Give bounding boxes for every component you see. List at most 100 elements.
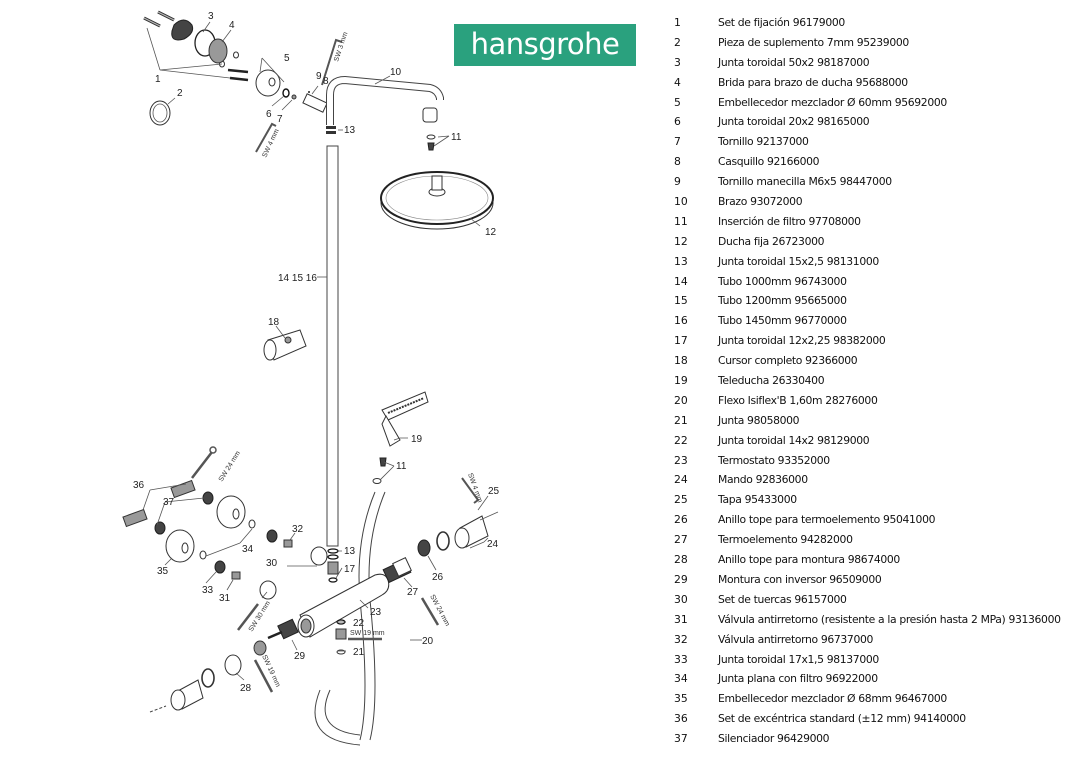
part-33-o-ring xyxy=(214,560,226,574)
leader-lines xyxy=(142,21,489,681)
part-number: 10 xyxy=(674,195,688,209)
callout-14-15-16: 14 15 16 xyxy=(278,273,317,284)
part-description: Termostato 93352000 xyxy=(718,453,830,467)
parts-list-row: 27 Termoelemento 94282000 xyxy=(674,533,1064,553)
part-number: 9 xyxy=(674,175,681,189)
part-21-nut xyxy=(335,628,347,640)
part-description: Ducha fija 26723000 xyxy=(718,234,825,248)
parts-list-row: 30 Set de tuercas 96157000 xyxy=(674,593,1064,613)
part-number: 35 xyxy=(674,692,688,706)
part-number: 8 xyxy=(674,155,681,169)
part-number: 4 xyxy=(674,75,681,89)
callout-25: 25 xyxy=(488,486,500,497)
part-23-thermostat xyxy=(297,573,390,638)
part-number: 13 xyxy=(674,254,688,268)
part-description: Junta 98058000 xyxy=(718,413,800,427)
part-description: Teleducha 26330400 xyxy=(718,374,825,388)
part-number: 37 xyxy=(674,732,688,746)
part-number: 33 xyxy=(674,652,688,666)
part-37-silencer xyxy=(154,491,214,535)
part-description: Mando 92836000 xyxy=(718,473,808,487)
hex-key-sw4: SW 4 mm xyxy=(255,122,281,159)
svg-text:SW 19 mm: SW 19 mm xyxy=(350,630,385,637)
part-description: Brazo 93072000 xyxy=(718,195,803,209)
part-31-check-valve xyxy=(231,571,241,580)
callout-21: 21 xyxy=(353,647,365,658)
part-number: 12 xyxy=(674,234,688,248)
callout-13: 13 xyxy=(344,125,356,136)
callout-7: 7 xyxy=(277,114,283,125)
callout-23: 23 xyxy=(370,607,382,618)
part-number: 32 xyxy=(674,632,688,646)
callout-18: 18 xyxy=(268,317,280,328)
part-description: Válvula antirretorno 96737000 xyxy=(718,632,874,646)
callout-6: 6 xyxy=(266,109,272,120)
parts-list-row: 19 Teleducha 26330400 xyxy=(674,374,1064,394)
parts-list-row: 33 Junta toroidal 17x1,5 98137000 xyxy=(674,653,1064,673)
part-14-15-16-rail xyxy=(326,145,339,547)
part-34-filter-washer xyxy=(248,519,256,529)
parts-list-row: 12 Ducha fija 26723000 xyxy=(674,235,1064,255)
part-number: 26 xyxy=(674,513,688,527)
part-description: Junta toroidal 17x1,5 98137000 xyxy=(718,652,879,666)
part-number: 19 xyxy=(674,374,688,388)
part-24-handle xyxy=(454,515,489,549)
part-number: 18 xyxy=(674,354,688,368)
callout-27: 27 xyxy=(407,587,419,598)
svg-text:SW 4 mm: SW 4 mm xyxy=(261,128,280,159)
part-description: Set de tuercas 96157000 xyxy=(718,592,847,606)
callout-1: 1 xyxy=(155,74,161,85)
callout-3: 3 xyxy=(208,11,214,22)
part-number: 34 xyxy=(674,672,688,686)
part-6-o-ring xyxy=(282,88,290,98)
part-27-thermoelement xyxy=(382,557,412,584)
part-9-grub-screw xyxy=(308,91,310,93)
part-description: Tornillo manecilla M6x5 98447000 xyxy=(718,175,892,189)
part-number: 3 xyxy=(674,55,681,69)
callout-12: 12 xyxy=(485,227,497,238)
part-description: Tubo 1200mm 95665000 xyxy=(718,294,847,308)
part-number: 29 xyxy=(674,572,688,586)
wrench-sw30: SW 30 mm xyxy=(237,600,272,633)
parts-list-row: 32 Válvula antirretorno 96737000 xyxy=(674,633,1064,653)
callout-11-lower: 11 xyxy=(396,461,407,472)
part-description: Válvula antirretorno (resistente a la pr… xyxy=(718,612,1061,626)
part-number: 27 xyxy=(674,533,688,547)
part-11-filter xyxy=(427,142,435,151)
part-description: Tubo 1000mm 96743000 xyxy=(718,274,847,288)
callout-33: 33 xyxy=(202,585,214,596)
part-description: Junta toroidal 15x2,5 98131000 xyxy=(718,254,879,268)
part-number: 16 xyxy=(674,314,688,328)
callout-22: 22 xyxy=(353,618,365,629)
part-description: Embellecedor mezclador Ø 60mm 95692000 xyxy=(718,95,947,109)
part-description: Termoelemento 94282000 xyxy=(718,533,853,547)
callout-34: 34 xyxy=(242,544,254,555)
callout-20: 20 xyxy=(422,636,434,647)
parts-list-row: 23 Termostato 93352000 xyxy=(674,454,1064,474)
part-number: 23 xyxy=(674,453,688,467)
callout-19: 19 xyxy=(411,434,423,445)
part-number: 21 xyxy=(674,413,688,427)
part-30-nut xyxy=(310,546,328,566)
cold-handle xyxy=(170,679,204,711)
part-number: 30 xyxy=(674,592,688,606)
part-26-stop-ring xyxy=(417,539,431,557)
part-description: Junta toroidal 12x2,25 98382000 xyxy=(718,334,886,348)
callout-5: 5 xyxy=(284,53,290,64)
